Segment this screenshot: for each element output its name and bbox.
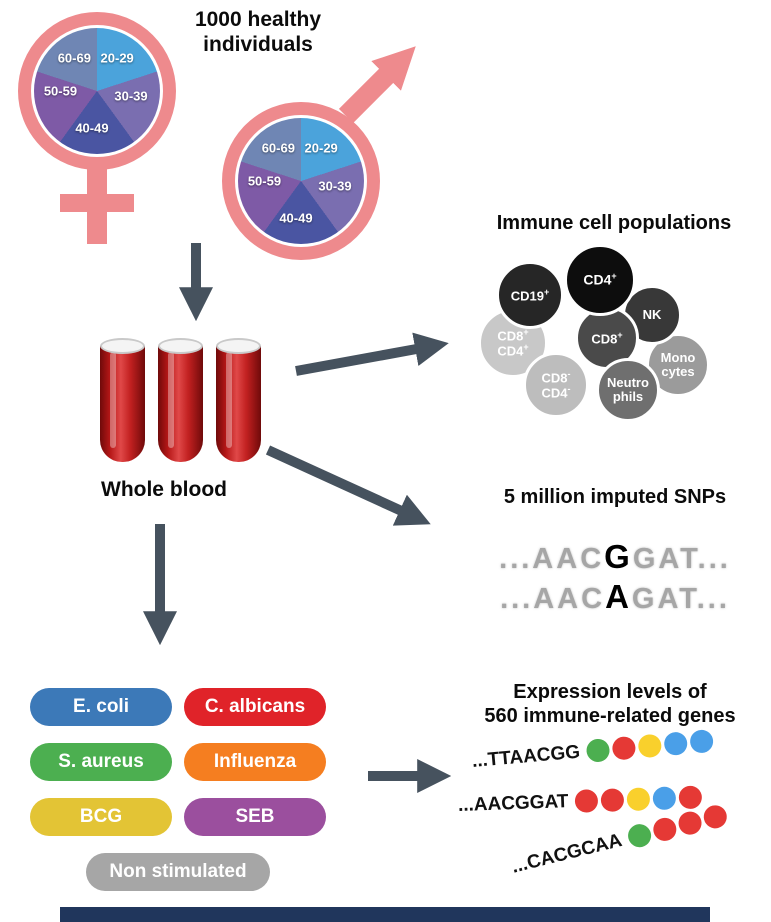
- blood-tube: [216, 338, 261, 462]
- stimulus-pill-non-stimulated: Non stimulated: [86, 853, 270, 891]
- male-symbol-arrow: [338, 46, 416, 124]
- blood-tube-opening: [216, 338, 261, 354]
- age-label-60-69: 60-69: [261, 140, 295, 156]
- snp-variant-allele: G: [604, 538, 633, 575]
- age-label-30-39: 30-39: [318, 178, 352, 194]
- bottom-bar: [60, 907, 710, 922]
- stimulus-pill-ecoli: E. coli: [30, 688, 172, 726]
- bead-green: [625, 821, 654, 850]
- stimulus-pill-bcg: BCG: [30, 798, 172, 836]
- age-label-20-29: 20-29: [304, 140, 338, 156]
- stimulus-pill-seb: SEB: [184, 798, 326, 836]
- age-label-50-59: 50-59: [43, 83, 78, 99]
- expression-beads: [583, 728, 715, 763]
- bead-blue: [663, 731, 689, 757]
- expression-row: ...AACGGAT: [458, 785, 703, 817]
- snp-seq-prefix: ...AAC: [500, 583, 606, 615]
- snp-variant-allele: A: [605, 578, 632, 615]
- age-label-20-29: 20-29: [100, 50, 134, 66]
- bead-red: [678, 785, 703, 810]
- bead-yellow: [626, 787, 651, 812]
- expression-title: Expression levels of 560 immune-related …: [448, 680, 771, 729]
- blood-tube: [100, 338, 145, 462]
- blood-tube-highlight: [168, 352, 174, 448]
- cell-cd19-pos: CD19+: [496, 261, 564, 329]
- blood-tube-body: [100, 346, 145, 462]
- bead-green: [585, 737, 611, 763]
- blood-tube-body: [216, 346, 261, 462]
- age-label-40-49: 40-49: [75, 120, 109, 136]
- cohort-title-line1: 1000 healthy: [194, 8, 322, 31]
- cohort-title-line2: individuals: [203, 32, 313, 56]
- gene-sequence: ...AACGGAT: [457, 790, 569, 816]
- bead-blue: [689, 728, 715, 754]
- blood-tube-highlight: [110, 352, 116, 448]
- stimulus-pill-influenza: Influenza: [184, 743, 326, 781]
- snp-sequence-row: ...AACGGAT...: [452, 538, 771, 576]
- cell-cd4-pos: CD4+: [564, 244, 636, 316]
- female-symbol-crossbar: [60, 194, 134, 212]
- age-label-50-59: 50-59: [247, 173, 282, 189]
- cell-neutrophils: Neutro phils: [596, 358, 660, 422]
- cell-cd8-neg-cd4-neg: CD8- CD4-: [523, 352, 589, 418]
- expression-title-line1: Expression levels of: [513, 681, 707, 703]
- bead-red: [676, 809, 704, 838]
- expression-row: ...TTAACGG: [471, 728, 715, 773]
- bead-red: [701, 802, 730, 831]
- bead-yellow: [637, 733, 663, 759]
- male-age-pie-chart: 20-29 30-39 40-49 50-59 60-69: [238, 118, 364, 244]
- snp-sequence-row: ...AACAGAT...: [452, 578, 771, 616]
- snp-seq-suffix: GAT...: [632, 543, 731, 575]
- snps-title: 5 million imputed SNPs: [503, 486, 727, 508]
- blood-tube-highlight: [226, 352, 232, 448]
- bead-blue: [652, 786, 677, 811]
- cohort-title: 1000 healthy individuals: [158, 8, 358, 58]
- bead-red: [575, 789, 599, 813]
- expression-title-line2: 560 immune-related genes: [484, 705, 736, 728]
- stimulus-pill-c-albicans: C. albicans: [184, 688, 326, 726]
- snp-seq-suffix: GAT...: [631, 583, 730, 615]
- bead-red: [611, 735, 637, 761]
- blood-tube-opening: [158, 338, 203, 354]
- expression-row: ...CACGCAA: [509, 802, 730, 879]
- bead-red: [600, 788, 625, 812]
- blood-tube-body: [158, 346, 203, 462]
- immune-populations-title: Immune cell populations: [496, 212, 732, 234]
- bead-red: [650, 815, 679, 844]
- age-label-40-49: 40-49: [279, 210, 313, 226]
- blood-tube: [158, 338, 203, 462]
- arrow-blood-to-cells: [295, 332, 449, 376]
- snp-seq-prefix: ...AAC: [499, 543, 605, 575]
- stimulus-pill-s-aureus: S. aureus: [30, 743, 172, 781]
- expression-beads: [572, 785, 703, 813]
- cell-cd8-pos: CD8+: [575, 306, 639, 370]
- arrow-blood-to-snps: [265, 445, 431, 526]
- age-label-30-39: 30-39: [114, 88, 148, 104]
- age-label-60-69: 60-69: [57, 50, 91, 66]
- blood-tube-opening: [100, 338, 145, 354]
- female-age-pie-chart: 20-29 30-39 40-49 50-59 60-69: [34, 28, 160, 154]
- gene-sequence: ...CACGCAA: [509, 829, 625, 878]
- whole-blood-label: Whole blood: [101, 478, 227, 501]
- gene-sequence: ...TTAACGG: [471, 741, 581, 772]
